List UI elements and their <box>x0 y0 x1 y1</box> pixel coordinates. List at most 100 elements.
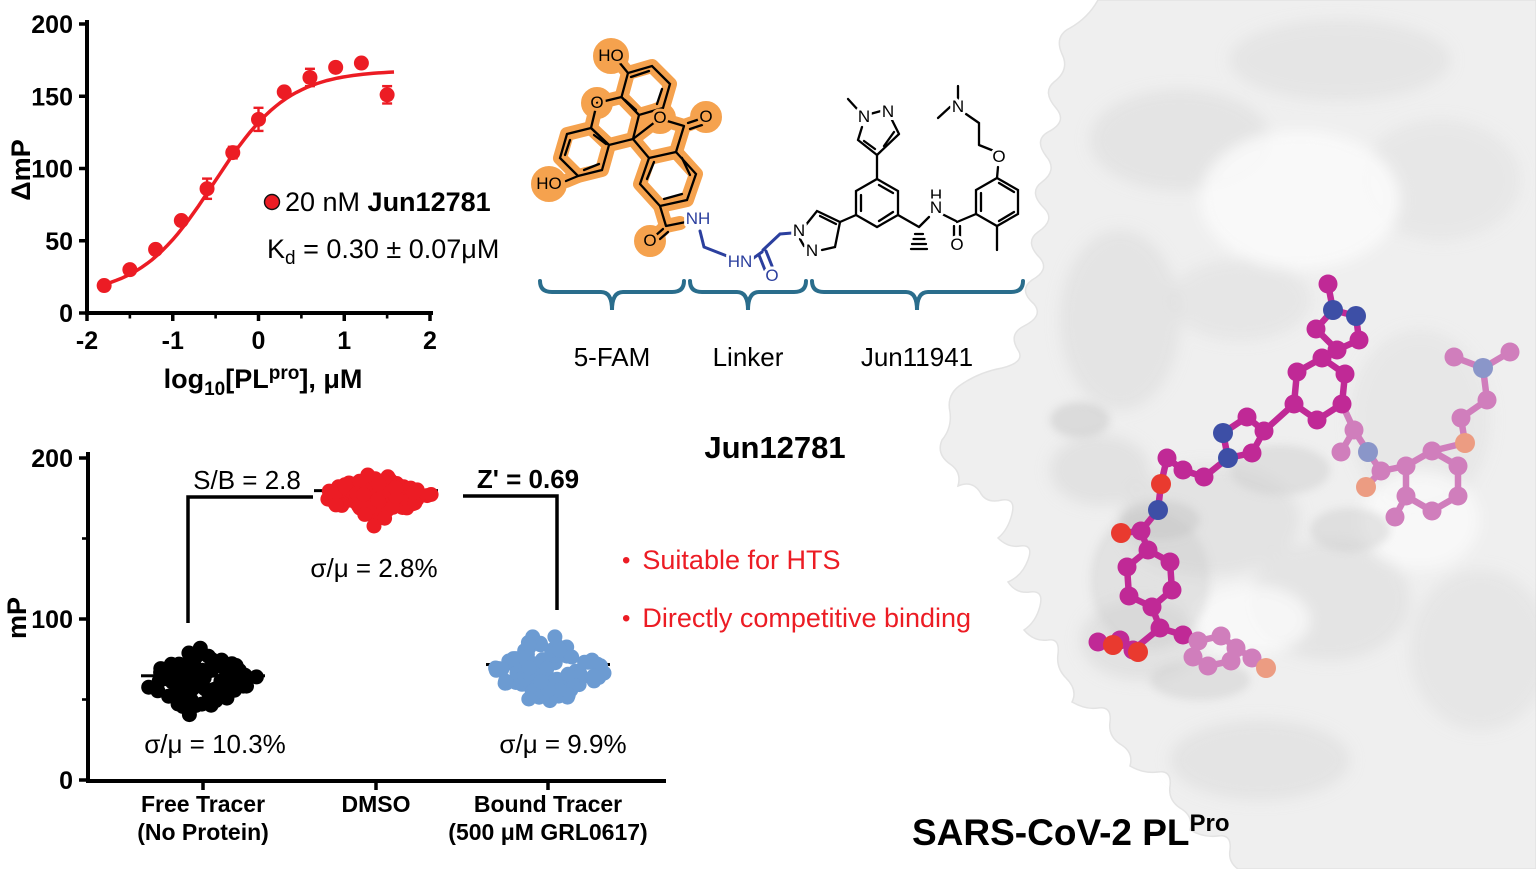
data-point <box>328 59 344 75</box>
data-point <box>225 145 241 161</box>
ligand-atom-c <box>1448 456 1468 476</box>
ligand-atom-c <box>1173 625 1193 645</box>
ligand-atom-c <box>1385 507 1405 527</box>
swarm-point <box>206 682 222 698</box>
brace-jun11941 <box>810 279 1025 311</box>
ligand-atom-c <box>1242 648 1262 668</box>
bound-ligand-ball-and-stick <box>1088 274 1520 678</box>
swarm-point <box>564 649 580 665</box>
ligand-atom-o <box>1103 635 1123 655</box>
swarm-point <box>560 666 576 682</box>
ligand-atom-c <box>1331 442 1351 462</box>
compound-name: Jun12781 <box>704 430 845 465</box>
jun11941-bonds <box>798 84 1020 252</box>
category-sublabel: (500 μM GRL0617) <box>448 819 647 845</box>
y-axis-title: ΔmP <box>6 139 36 200</box>
swarm-point <box>150 683 166 699</box>
fam-bonds <box>558 60 704 241</box>
callout-text: Suitable for HTS <box>642 545 841 575</box>
atom-label-o: O <box>699 107 712 126</box>
category-sublabel: (No Protein) <box>137 819 269 845</box>
ligand-atom-c <box>1138 540 1158 560</box>
legend-marker <box>263 193 281 211</box>
atom-label-o: O <box>765 266 778 285</box>
ligand-atom-c <box>1335 364 1355 384</box>
ligand-atom-n <box>1213 423 1233 443</box>
x-tick-label: 1 <box>337 327 351 355</box>
swarm-point <box>237 667 253 683</box>
ligand-atom-o <box>1455 433 1475 453</box>
data-point <box>122 262 138 278</box>
swarm-point <box>328 497 344 513</box>
ligand-atom-o <box>1128 642 1148 662</box>
ligand-atom-c <box>1307 410 1327 430</box>
swarm-point <box>248 669 264 685</box>
sb-annotation: S/B = 2.8 <box>193 465 301 495</box>
brace-linker <box>688 279 808 311</box>
callout-suitable-hts: • Suitable for HTS <box>622 545 971 576</box>
ligand-atom-n <box>1346 306 1366 326</box>
ligand-atom-c <box>1396 456 1416 476</box>
label-jun11941: Jun11941 <box>861 342 973 372</box>
ligand-atom-c <box>1198 656 1218 676</box>
ligand-atom-c <box>1312 348 1332 368</box>
y-tick-label: 150 <box>31 83 73 111</box>
swarm-point <box>387 480 403 496</box>
ligand-atom-c <box>1160 552 1180 572</box>
data-point <box>173 213 189 229</box>
swarm-point <box>533 674 549 690</box>
y-axis-title: mP <box>2 597 32 639</box>
swarm-point <box>552 682 568 698</box>
swarm-point <box>499 675 514 691</box>
cv-label: σ/μ = 9.9% <box>499 729 626 759</box>
y-tick-label: 100 <box>31 606 73 634</box>
data-point <box>302 69 318 85</box>
swarm-point <box>175 699 191 714</box>
data-point <box>251 111 266 127</box>
ligand-atom-c <box>1349 330 1369 350</box>
bullet-icon: • <box>622 547 631 574</box>
part-braces <box>538 279 1025 311</box>
atom-label-ho: HO <box>536 174 562 193</box>
atom-label-n: N <box>952 97 964 116</box>
atom-label-o: O <box>643 231 656 250</box>
atom-label-hn: HN <box>728 252 753 271</box>
swarm-point <box>194 664 210 679</box>
ligand-atom-o <box>1111 523 1131 543</box>
ligand-atom-c <box>1254 421 1274 441</box>
atom-label-n: N <box>930 198 942 217</box>
swarm-point <box>494 661 510 677</box>
ligand-atom-o <box>1256 658 1276 678</box>
swarm-point <box>352 473 367 489</box>
atom-label-n: N <box>882 102 894 121</box>
ligand-atom-c <box>1448 486 1468 506</box>
callout-competitive-binding: • Directly competitive binding <box>622 603 971 634</box>
x-tick-label: 2 <box>423 327 437 355</box>
y-tick-label: 0 <box>59 767 73 795</box>
cv-label: σ/μ = 2.8% <box>310 553 437 583</box>
ligand-atom-c <box>1162 580 1182 600</box>
ligand-atom-n <box>1218 448 1238 468</box>
atom-label-n: N <box>793 221 805 240</box>
category-label: Free Tracer <box>141 791 265 817</box>
atom-label-o: O <box>950 235 963 254</box>
y-tick-label: 200 <box>31 445 73 473</box>
swarm-point <box>370 492 386 508</box>
swarm-point <box>521 636 537 652</box>
ligand-atom-c <box>1306 319 1326 339</box>
ligand-atom-c <box>1422 501 1442 521</box>
ligand-atom-c <box>1142 597 1162 617</box>
ligand-atom-c <box>1371 461 1391 481</box>
data-point <box>276 84 292 100</box>
data-point <box>353 55 369 71</box>
swarm-point <box>551 642 567 658</box>
swarm-point <box>214 652 230 668</box>
hts-callouts: • Suitable for HTS • Directly competitiv… <box>622 545 971 661</box>
y-tick-label: 50 <box>45 228 73 256</box>
swarm-point <box>521 691 537 707</box>
ligand-atom-c <box>1344 420 1364 440</box>
zprime-bracket <box>463 494 559 610</box>
ligand-atom-o <box>1151 474 1171 494</box>
